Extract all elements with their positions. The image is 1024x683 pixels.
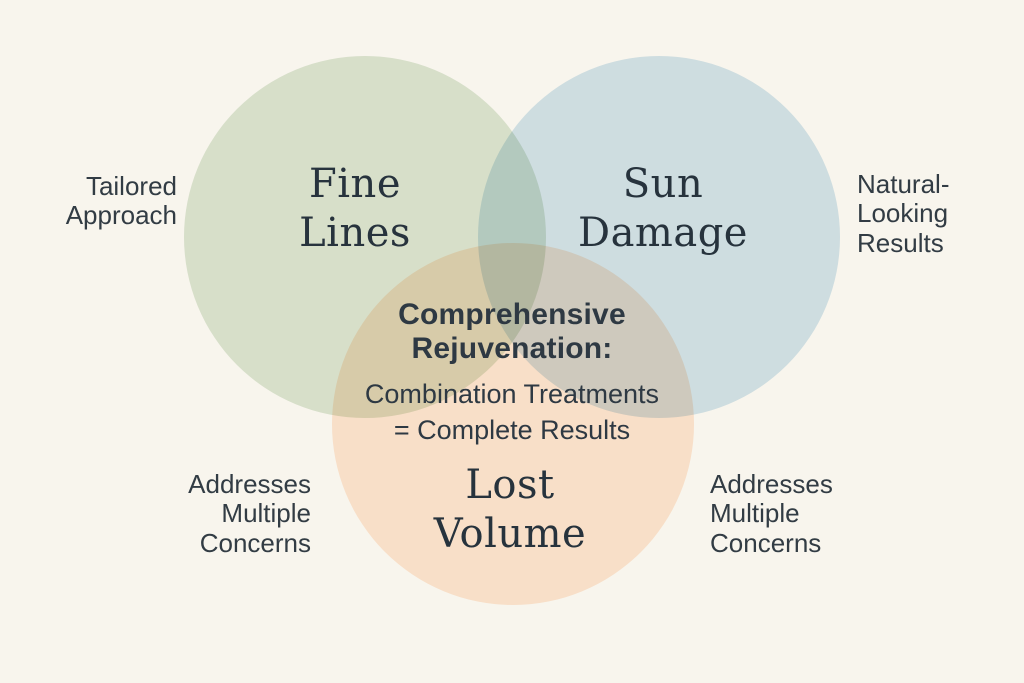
center-label: Comprehensive Rejuvenation: Combination … [302,298,722,448]
center-heading: Comprehensive Rejuvenation: [398,298,626,365]
annotation-addresses-multiple-concerns-right: Addresses Multiple Concerns [710,469,833,558]
lost-volume-label: Lost Volume [433,462,587,557]
sun-damage-label: Sun Damage [578,161,748,256]
circle-lost-volume [332,243,694,605]
annotation-natural-looking-results: Natural- Looking Results [857,169,950,258]
center-body: Combination Treatments = Complete Result… [364,379,660,445]
fine-lines-label: Fine Lines [299,161,411,256]
annotation-tailored-approach: Tailored Approach [65,171,177,231]
annotation-addresses-multiple-concerns-left: Addresses Multiple Concerns [188,469,311,558]
